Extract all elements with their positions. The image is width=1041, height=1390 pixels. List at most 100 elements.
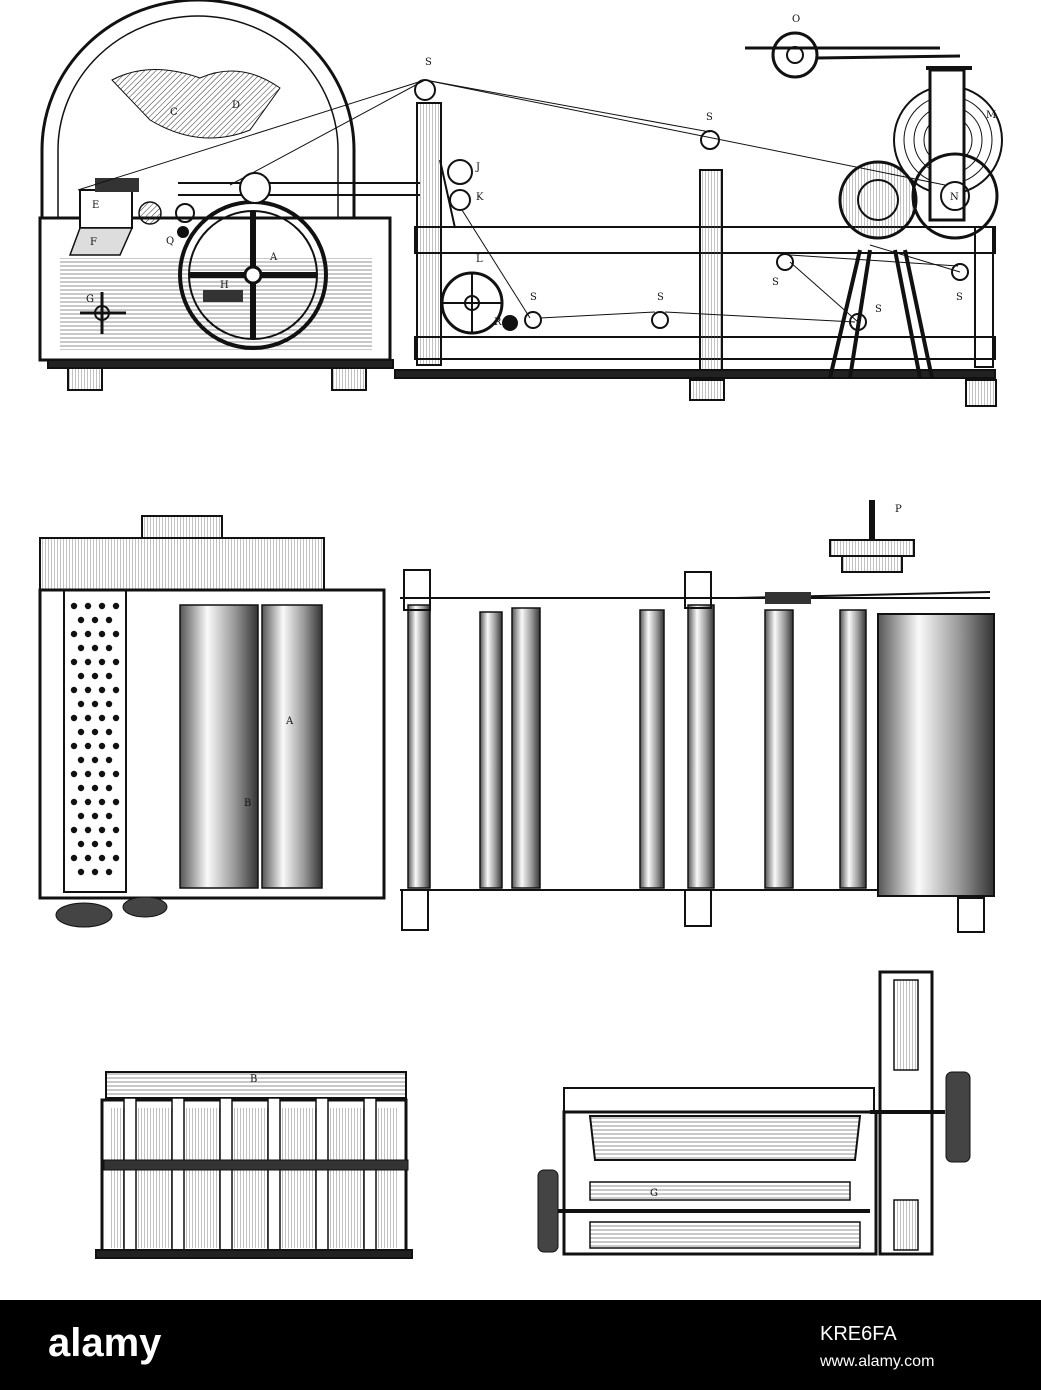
perforation-hole: [84, 826, 92, 834]
perforation-hole: [70, 770, 78, 778]
perforation-hole: [98, 686, 106, 694]
label-D: D: [232, 100, 240, 111]
paddle-slat: [315, 1097, 329, 1253]
perforation-hole: [98, 826, 106, 834]
label-S-1: S: [425, 57, 432, 68]
perforation-hole: [77, 784, 85, 792]
perforation-hole: [98, 714, 106, 722]
side-elevation-labels: S O C D M E J K F Q A N G H L R S S S S …: [86, 14, 996, 328]
perforation-hole: [84, 714, 92, 722]
engraving-illustration: S O C D M E J K F Q A N G H L R S S S S …: [38, 0, 1003, 1259]
label-N: N: [950, 192, 959, 203]
perforation-hole: [91, 672, 99, 680]
perforation-hole: [105, 700, 113, 708]
label-S-3: S: [530, 292, 537, 303]
perforation-hole: [91, 616, 99, 624]
detail-right: [537, 970, 971, 1256]
label-A-plan: A: [285, 716, 294, 727]
label-O: O: [792, 14, 800, 25]
label-E: E: [92, 200, 99, 211]
label-M: M: [986, 110, 996, 121]
perforation-hole: [84, 602, 92, 610]
perforation-hole: [112, 826, 120, 834]
watermark-bar: alamy KRE6FA www.alamy.com: [0, 1300, 1041, 1390]
perforation-hole: [70, 630, 78, 638]
perforation-hole: [105, 756, 113, 764]
label-Q: Q: [166, 236, 174, 247]
perforation-hole: [112, 686, 120, 694]
perforation-hole: [98, 630, 106, 638]
label-S-2: S: [706, 112, 713, 123]
label-H: H: [220, 280, 229, 291]
perforation-hole: [84, 854, 92, 862]
perforation-hole: [91, 728, 99, 736]
perforation-hole: [91, 840, 99, 848]
perforation-hole: [105, 728, 113, 736]
perforation-hole: [112, 602, 120, 610]
perforation-hole: [112, 630, 120, 638]
perforation-hole: [77, 840, 85, 848]
paddle-slat: [363, 1097, 377, 1253]
perforation-hole: [91, 868, 99, 876]
label-S-7: S: [956, 292, 963, 303]
perforation-hole: [105, 812, 113, 820]
perforation-hole: [98, 742, 106, 750]
perforation-hole: [77, 728, 85, 736]
perforation-hole: [84, 630, 92, 638]
label-P: P: [895, 504, 902, 515]
paddle-slat: [267, 1097, 281, 1253]
detail-left-labels: B: [250, 1074, 257, 1085]
plan-view: [38, 500, 995, 933]
paddle-slat: [171, 1097, 185, 1253]
perforation-hole: [91, 644, 99, 652]
detail-left: [95, 1071, 413, 1259]
paddle-slat: [123, 1097, 137, 1253]
perforation-hole: [70, 826, 78, 834]
label-R: R: [494, 317, 502, 328]
alamy-brand: alamy: [48, 1321, 162, 1365]
perforation-hole: [112, 854, 120, 862]
perforation-hole: [70, 714, 78, 722]
perforation-hole: [91, 812, 99, 820]
perforation-hole: [84, 658, 92, 666]
perforation-hole: [98, 602, 106, 610]
label-L: L: [476, 254, 483, 265]
perforation-hole: [112, 770, 120, 778]
plan-view-holes: [70, 602, 120, 876]
perforation-hole: [84, 686, 92, 694]
alamy-logo: alamy: [48, 1321, 162, 1365]
perforation-hole: [70, 686, 78, 694]
perforation-hole: [84, 770, 92, 778]
side-elevation: [38, 0, 1003, 407]
perforation-hole: [112, 742, 120, 750]
perforation-hole: [70, 854, 78, 862]
label-S-5: S: [772, 277, 779, 288]
perforation-hole: [77, 700, 85, 708]
perforation-hole: [77, 812, 85, 820]
perforation-hole: [91, 756, 99, 764]
perforation-hole: [77, 672, 85, 680]
label-C: C: [170, 107, 178, 118]
perforation-hole: [77, 756, 85, 764]
perforation-hole: [70, 658, 78, 666]
perforation-hole: [70, 602, 78, 610]
perforation-hole: [98, 854, 106, 862]
label-K: K: [476, 192, 484, 203]
perforation-hole: [91, 784, 99, 792]
image-id: KRE6FA: [820, 1323, 897, 1345]
perforation-hole: [98, 798, 106, 806]
perforation-hole: [77, 868, 85, 876]
perforation-hole: [112, 658, 120, 666]
perforation-hole: [105, 784, 113, 792]
perforation-hole: [112, 798, 120, 806]
label-S-6: S: [875, 304, 882, 315]
label-G-detail: G: [650, 1188, 658, 1199]
perforation-hole: [105, 840, 113, 848]
perforation-hole: [77, 616, 85, 624]
perforation-hole: [84, 742, 92, 750]
label-S-4: S: [657, 292, 664, 303]
site-url: www.alamy.com: [819, 1353, 934, 1370]
perforation-hole: [98, 770, 106, 778]
perforation-hole: [84, 798, 92, 806]
perforation-hole: [70, 798, 78, 806]
